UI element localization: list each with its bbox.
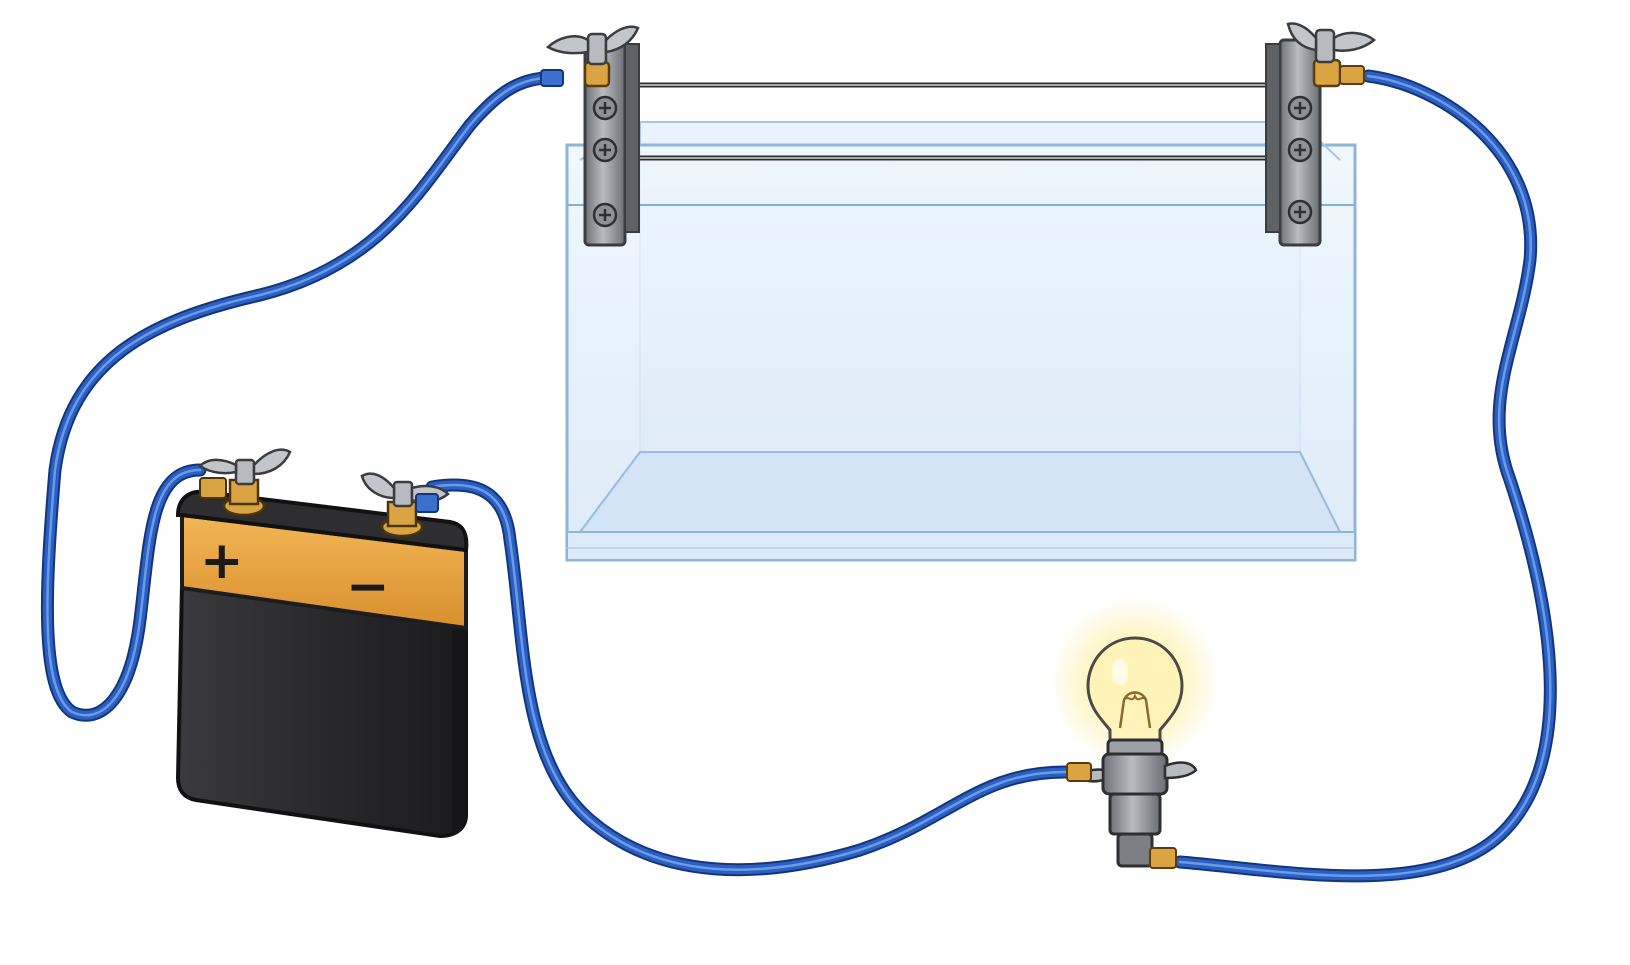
light-bulb-icon[interactable] xyxy=(1050,597,1220,767)
battery-positive-terminal[interactable] xyxy=(198,448,292,517)
left-electrode-clamp-icon[interactable] xyxy=(540,25,640,247)
electrode-rods xyxy=(625,82,1300,161)
glass-tank-icon xyxy=(565,121,1357,562)
right-electrode-clamp-icon[interactable] xyxy=(1265,22,1376,247)
bulb-socket-icon[interactable] xyxy=(1066,738,1198,869)
battery-negative-symbol: − xyxy=(346,557,390,617)
wires xyxy=(40,69,1557,883)
wing-nut-icon[interactable] xyxy=(545,25,640,88)
battery-icon[interactable]: + − xyxy=(175,448,469,839)
battery-positive-symbol: + xyxy=(200,531,244,591)
battery-negative-terminal[interactable] xyxy=(360,472,450,538)
